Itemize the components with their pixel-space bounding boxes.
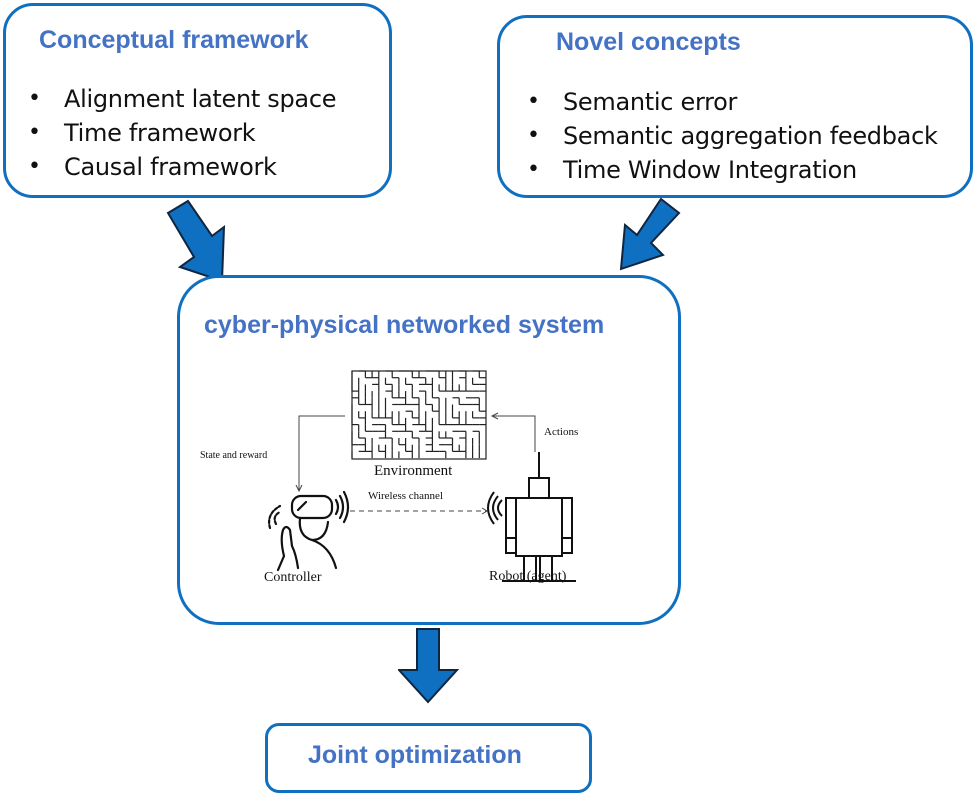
novel-concepts-title: Novel concepts	[556, 28, 741, 56]
arrow-conceptual-to-system	[166, 199, 226, 280]
arrow-novel-to-system	[619, 197, 681, 271]
actions-label: Actions	[544, 426, 579, 438]
wireless-channel-arrow	[350, 507, 488, 515]
arrow-down-right-icon	[166, 199, 226, 280]
state-reward-arrow	[295, 415, 345, 493]
list-item: Alignment latent space	[28, 82, 337, 116]
cyber-physical-system-box: cyber-physical networked system	[177, 275, 681, 625]
maze-icon	[351, 370, 487, 460]
conceptual-framework-title: Conceptual framework	[39, 26, 309, 54]
list-item: Causal framework	[28, 150, 336, 184]
novel-concepts-list: Semantic error Semantic aggregation feed…	[527, 85, 938, 187]
list-item: Semantic error	[527, 85, 938, 119]
wireless-channel-label: Wireless channel	[368, 490, 443, 502]
state-reward-label: State and reward	[200, 450, 268, 461]
environment-label: Environment	[374, 463, 453, 479]
controller-vr-user-icon	[268, 490, 350, 572]
arrow-down-left-icon	[619, 197, 681, 271]
list-item: Time framework	[28, 116, 336, 150]
list-item: Semantic aggregation feedback	[527, 119, 938, 153]
actions-arrow	[490, 412, 536, 452]
conceptual-framework-list: Alignment latent space Time framework Ca…	[28, 82, 337, 184]
controller-label: Controller	[264, 570, 322, 585]
system-figure	[268, 370, 576, 582]
robot-icon	[487, 452, 576, 582]
novel-concepts-box: Novel concepts Semantic error Semantic a…	[497, 15, 973, 198]
robot-label: Robot (agent)	[489, 569, 567, 584]
arrow-down-icon	[398, 628, 460, 704]
conceptual-framework-box: Conceptual framework Alignment latent sp…	[3, 3, 392, 198]
arrow-system-to-output	[398, 628, 460, 704]
joint-optimization-box: Joint optimization	[265, 723, 592, 793]
cyber-physical-system-title: cyber-physical networked system	[204, 311, 605, 339]
joint-optimization-title: Joint optimization	[308, 741, 522, 769]
list-item: Time Window Integration	[527, 153, 938, 187]
